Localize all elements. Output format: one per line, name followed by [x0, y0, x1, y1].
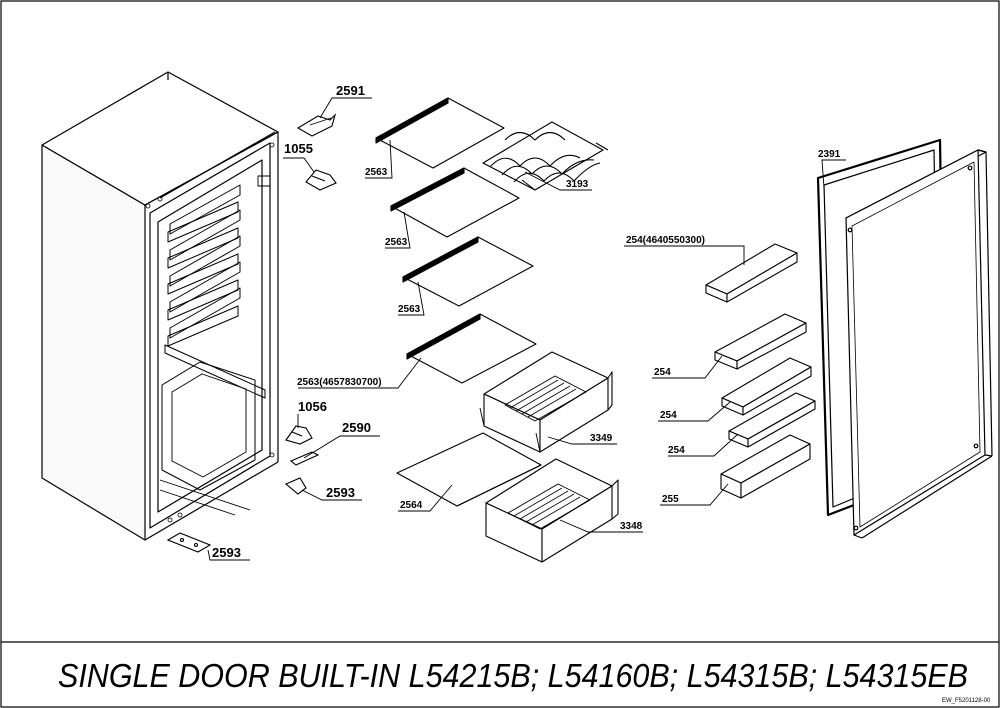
leader-3348 — [559, 519, 643, 533]
leader-lines — [207, 97, 846, 561]
label-3348: 3348 — [620, 521, 643, 532]
label-2563-2: 2563 — [385, 237, 408, 248]
label-2563-4: 2563(4657830700) — [297, 377, 382, 388]
label-2563-3: 2563 — [398, 304, 421, 315]
label-1056: 1056 — [298, 399, 327, 414]
balcony-4 — [728, 392, 816, 448]
label-2564: 2564 — [400, 500, 423, 511]
label-2591: 2591 — [336, 83, 365, 98]
leader-2591-ref — [309, 117, 332, 126]
shelf-4 — [406, 313, 537, 384]
shelf-1 — [375, 97, 505, 169]
cabinet-body — [41, 71, 279, 541]
hinge-parts — [166, 113, 337, 553]
diagram-title: SINGLE DOOR BUILT-IN L54215B; L54160B; L… — [58, 657, 968, 694]
leader-254b — [652, 355, 723, 379]
leader-3349 — [547, 436, 617, 445]
door-balconies — [705, 243, 816, 499]
shelf-2 — [390, 167, 520, 238]
label-3193: 3193 — [566, 179, 589, 190]
leader-2590 — [303, 435, 380, 459]
leader-254c — [658, 401, 731, 422]
label-255: 255 — [662, 494, 679, 505]
drawer-lower — [485, 458, 619, 563]
leader-2563d — [298, 357, 422, 389]
glass-shelves — [375, 97, 542, 507]
leader-2564 — [398, 484, 453, 512]
label-2590: 2590 — [342, 420, 371, 435]
drawers — [479, 351, 619, 563]
balcony-5 — [720, 434, 811, 499]
leader-2391 — [821, 159, 846, 189]
leader-2563c — [398, 281, 425, 316]
leader-3193 — [524, 171, 592, 191]
label-254-4: 254 — [668, 445, 685, 456]
balcony-3 — [721, 357, 812, 416]
door-assembly — [816, 138, 993, 539]
label-3349: 3349 — [590, 433, 613, 444]
label-2563-1: 2563 — [365, 167, 388, 178]
label-254-3: 254 — [660, 410, 677, 421]
label-254-1: 254(4640550300) — [626, 235, 705, 246]
drawer-upper — [479, 351, 613, 453]
bottle-rack — [482, 121, 609, 191]
label-1055: 1055 — [284, 141, 313, 156]
leader-254a — [624, 245, 745, 265]
leader-2563a — [365, 139, 393, 179]
leader-254d — [668, 433, 739, 457]
leader-1055 — [283, 157, 315, 173]
leader-2593b — [207, 549, 250, 561]
label-2593-lower: 2593 — [212, 545, 241, 560]
label-2593-upper: 2593 — [326, 485, 355, 500]
part-labels: 2591 1055 1056 2590 2593 2593 2563 2563 … — [212, 83, 841, 560]
label-2391: 2391 — [818, 149, 841, 160]
label-254-2: 254 — [654, 367, 671, 378]
door-panel — [845, 149, 993, 539]
leader-2593a — [301, 489, 362, 501]
leader-2563b — [385, 211, 411, 249]
crisper-cover — [396, 432, 542, 507]
drawing-code: EW_F5201128-00 — [942, 698, 991, 704]
leader-255 — [660, 483, 729, 506]
leader-2591 — [319, 97, 372, 119]
balcony-1 — [705, 243, 798, 303]
balcony-2 — [714, 313, 807, 370]
shelf-3 — [402, 236, 534, 307]
